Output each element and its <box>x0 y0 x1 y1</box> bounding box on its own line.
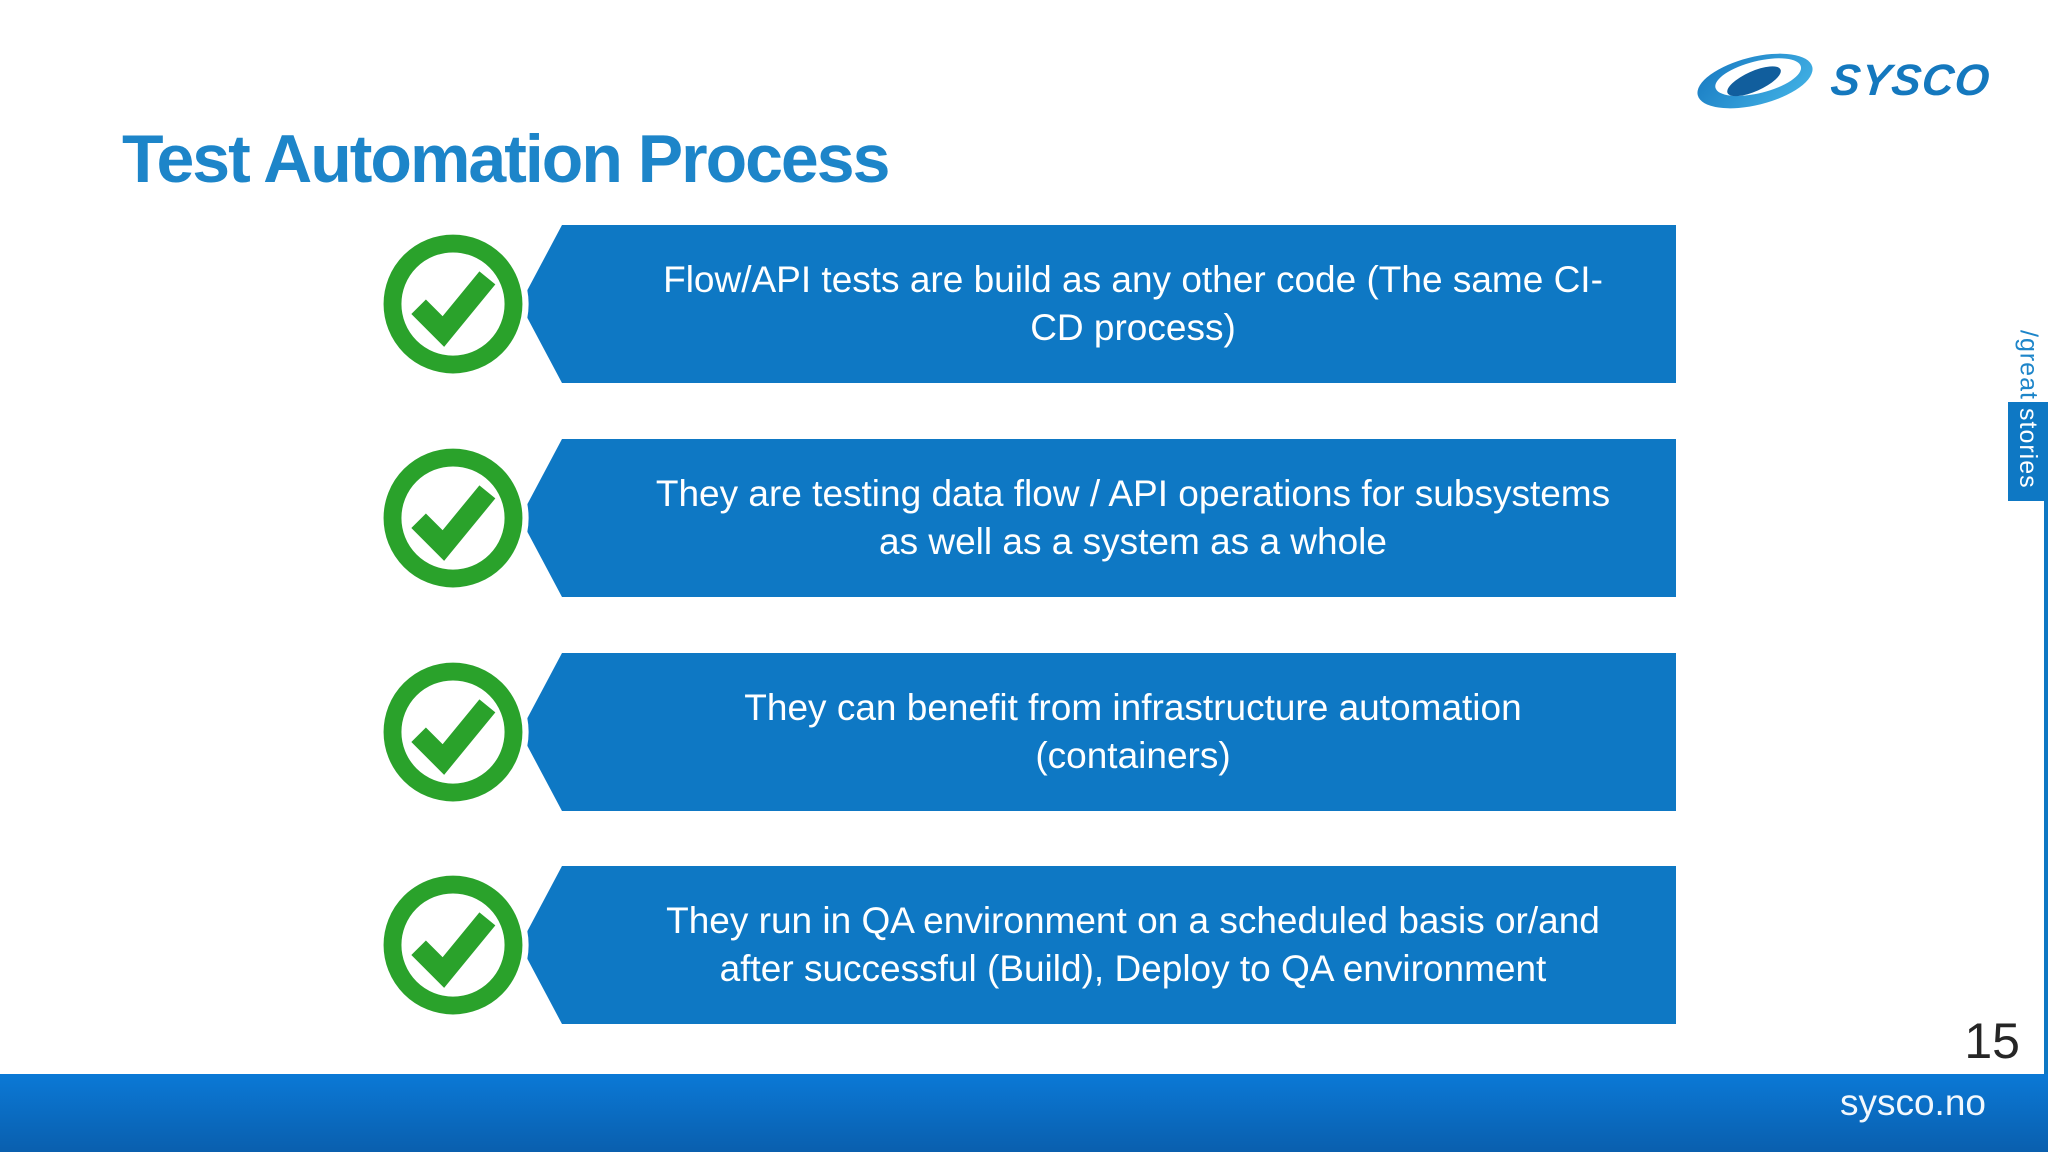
step-banner: They run in QA environment on a schedule… <box>520 866 1676 1024</box>
process-step-row: They run in QA environment on a schedule… <box>376 866 1676 1024</box>
great-stories-tab-prefix: /great <box>2014 330 2043 400</box>
sysco-logo-wordmark: SYSCO <box>1828 56 1993 105</box>
sysco-logo: SYSCO <box>1693 52 1993 110</box>
process-step-row: They can benefit from infrastructure aut… <box>376 653 1676 811</box>
step-text: Flow/API tests are build as any other co… <box>663 258 1603 348</box>
check-circle-icon <box>377 656 529 808</box>
step-text: They run in QA environment on a schedule… <box>666 899 1600 989</box>
sysco-swoosh-icon <box>1697 53 1813 109</box>
step-banner: They are testing data flow / API operati… <box>520 439 1676 597</box>
footer-bar: sysco.no <box>0 1074 2048 1152</box>
check-circle-icon <box>377 869 529 1021</box>
page-number: 15 <box>1964 1013 2020 1069</box>
right-edge-accent-strip <box>2044 494 2048 1074</box>
step-banner: Flow/API tests are build as any other co… <box>520 225 1676 383</box>
page-title: Test Automation Process <box>122 121 890 197</box>
check-circle-icon <box>377 228 529 380</box>
footer-website-link[interactable]: sysco.no <box>1839 1082 1986 1123</box>
great-stories-tab: /great stories <box>2008 330 2048 501</box>
step-text: They are testing data flow / API operati… <box>655 472 1611 562</box>
step-banner: They can benefit from infrastructure aut… <box>520 653 1676 811</box>
process-step-row: Flow/API tests are build as any other co… <box>376 225 1676 383</box>
step-text: They can benefit from infrastructure aut… <box>744 686 1522 776</box>
great-stories-tab-suffix: stories <box>2008 401 2048 501</box>
check-circle-icon <box>377 442 529 594</box>
process-step-row: They are testing data flow / API operati… <box>376 439 1676 597</box>
